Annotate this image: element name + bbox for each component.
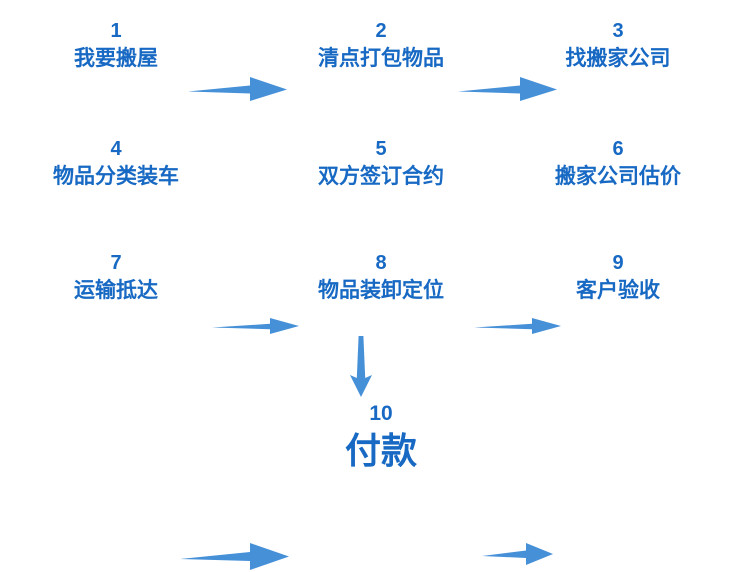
arrow-8-to-9-icon [482,540,554,568]
flow-node-7-number: 7 [110,252,122,274]
flow-node-6[interactable]: 6 搬家公司估价 [518,136,718,192]
flow-node-1-label: 我要搬屋 [74,47,158,70]
flow-node-3-label: 找搬家公司 [565,47,671,70]
arrow-7-to-8-icon [180,540,290,572]
flow-node-9[interactable]: 9 客户验收 [518,250,718,306]
moving-process-flowchart: 1 我要搬屋 2 清点打包物品 3 找搬家公司 4 物品分类装车 [0,18,750,570]
flow-node-5-label: 双方签订合约 [318,165,444,188]
flow-node-10[interactable]: 10 付款 [281,400,481,474]
flow-node-2[interactable]: 2 清点打包物品 [281,18,481,74]
flow-node-1[interactable]: 1 我要搬屋 [16,18,216,74]
flow-node-10-number: 10 [369,402,393,425]
flow-node-9-number: 9 [612,252,624,274]
arrow-8-to-10-icon [345,336,377,403]
flow-node-9-label: 客户验收 [576,279,660,302]
flow-row-2: 4 物品分类装车 5 双方签订合约 6 搬家公司估价 [0,136,750,334]
flow-node-8-number: 8 [375,252,387,274]
arrow-2-to-3-icon [458,74,558,104]
flow-node-7-label: 运输抵达 [74,279,158,302]
arrow-1-to-2-icon [188,74,288,104]
flow-node-2-number: 2 [375,20,387,42]
flow-node-4-number: 4 [110,138,122,160]
flow-node-3[interactable]: 3 找搬家公司 [518,18,718,74]
flow-node-4[interactable]: 4 物品分类装车 [16,136,216,192]
flow-node-5[interactable]: 5 双方签订合约 [281,136,481,192]
flow-node-8[interactable]: 8 物品装卸定位 [281,250,481,306]
flow-node-4-label: 物品分类装车 [53,165,179,188]
flow-node-5-number: 5 [375,138,387,160]
flow-node-8-label: 物品装卸定位 [318,279,444,302]
flow-node-10-label: 付款 [344,430,417,471]
flow-row-1: 1 我要搬屋 2 清点打包物品 3 找搬家公司 [0,18,750,101]
flow-node-2-label: 清点打包物品 [318,47,444,70]
flow-node-7[interactable]: 7 运输抵达 [16,250,216,306]
flow-node-6-number: 6 [612,138,624,160]
flow-node-3-number: 3 [612,20,624,42]
flow-node-6-label: 搬家公司估价 [555,165,681,188]
flow-node-1-number: 1 [110,20,122,42]
arrow-4-to-5-icon [212,314,300,338]
arrow-5-to-6-icon [474,314,562,338]
flow-row-3: 7 运输抵达 8 物品装卸定位 9 客户验收 [0,250,750,570]
